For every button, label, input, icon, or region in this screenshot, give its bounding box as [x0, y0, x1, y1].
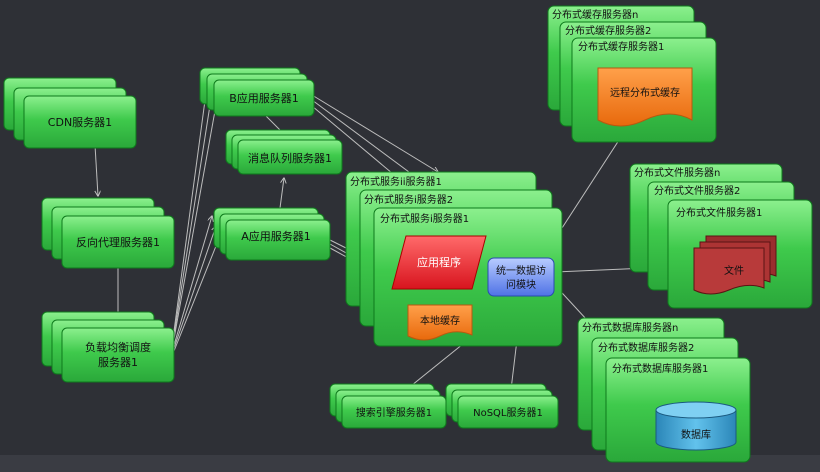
- connector-lb-appa-1: [171, 216, 212, 353]
- cdn-server-label: CDN服务器1: [48, 116, 112, 129]
- file-n-header: 分布式文件服务器n: [634, 166, 720, 179]
- local-cache-block: 本地缓存: [407, 304, 473, 341]
- app-a-server-stack: A应用服务器1: [213, 207, 331, 261]
- distributed-service-group: 分布式服务ii服务器1 分布式服务i服务器2 分布式服务i服务器1 应用程序 本…: [345, 171, 563, 347]
- distributed-file-group: 分布式文件服务器n 分布式文件服务器2 分布式文件服务器1 文件: [629, 163, 813, 309]
- app-b-server-stack: B应用服务器1: [199, 67, 315, 117]
- connector-appb-svc1: [311, 94, 438, 172]
- cache-n-header: 分布式缓存服务器n: [552, 8, 638, 21]
- db-1-header: 分布式数据库服务器1: [612, 362, 708, 375]
- service-ii-header: 分布式服务ii服务器1: [350, 175, 442, 188]
- search-engine-label: 搜索引擎服务器1: [356, 406, 432, 419]
- service-i2-header: 分布式服务i服务器2: [364, 193, 453, 206]
- reverse-proxy-label: 反向代理服务器1: [76, 235, 160, 249]
- distributed-cache-group: 分布式缓存服务器n 分布式缓存服务器2 分布式缓存服务器1 远程分布式缓存: [547, 5, 717, 143]
- app-a-server-label: A应用服务器1: [241, 229, 311, 243]
- message-queue-label: 消息队列服务器1: [248, 151, 332, 165]
- unified-access-label-line1: 统一数据访: [496, 264, 546, 277]
- cdn-server-stack: CDN服务器1: [3, 77, 137, 149]
- cache-1-header: 分布式缓存服务器1: [578, 40, 664, 53]
- message-queue-stack: 消息队列服务器1: [225, 129, 343, 175]
- db-n-header: 分布式数据库服务器n: [582, 321, 678, 334]
- remote-cache-block: 远程分布式缓存: [597, 67, 693, 127]
- reverse-proxy-stack: 反向代理服务器1: [41, 197, 175, 269]
- connector-lb-appb-3: [171, 94, 218, 351]
- file-2-header: 分布式文件服务器2: [654, 184, 740, 197]
- nosql-stack: NoSQL服务器1: [445, 383, 559, 429]
- load-balancer-label-line2: 服务器1: [98, 356, 138, 369]
- service-i1-header: 分布式服务i服务器1: [380, 212, 469, 225]
- load-balancer-stack: 负载均衡调度 服务器1: [41, 311, 175, 383]
- search-engine-stack: 搜索引擎服务器1: [329, 383, 447, 429]
- unified-data-access-block: 统一数据访 问模块: [487, 257, 555, 297]
- connector-cdn-proxy: [94, 144, 98, 196]
- connector-lb-appb-1: [171, 78, 208, 347]
- app-b-server-label: B应用服务器1: [229, 91, 299, 105]
- file-1-header: 分布式文件服务器1: [676, 206, 762, 219]
- app-program-block: 应用程序: [391, 235, 487, 290]
- distributed-db-group: 分布式数据库服务器n 分布式数据库服务器2 分布式数据库服务器1 数据库: [577, 317, 751, 463]
- cache-2-header: 分布式缓存服务器2: [565, 24, 651, 37]
- connector-lb-appa-2: [171, 226, 216, 355]
- connector-lb-appa-3: [171, 236, 220, 357]
- connector-appa-mq: [279, 178, 284, 209]
- unified-access-label-line2: 问模块: [506, 278, 536, 291]
- connector-lb-appb-2: [171, 86, 213, 349]
- files-block: 文件: [693, 235, 777, 295]
- load-balancer-label-line1: 负载均衡调度: [85, 340, 151, 354]
- app-program-label: 应用程序: [417, 255, 461, 269]
- nosql-label: NoSQL服务器1: [473, 406, 543, 419]
- db-2-header: 分布式数据库服务器2: [598, 341, 694, 354]
- files-label: 文件: [724, 264, 744, 277]
- database-icon: 数据库: [655, 401, 737, 451]
- local-cache-label: 本地缓存: [420, 314, 460, 327]
- remote-cache-label: 远程分布式缓存: [610, 86, 680, 99]
- database-label: 数据库: [681, 428, 711, 441]
